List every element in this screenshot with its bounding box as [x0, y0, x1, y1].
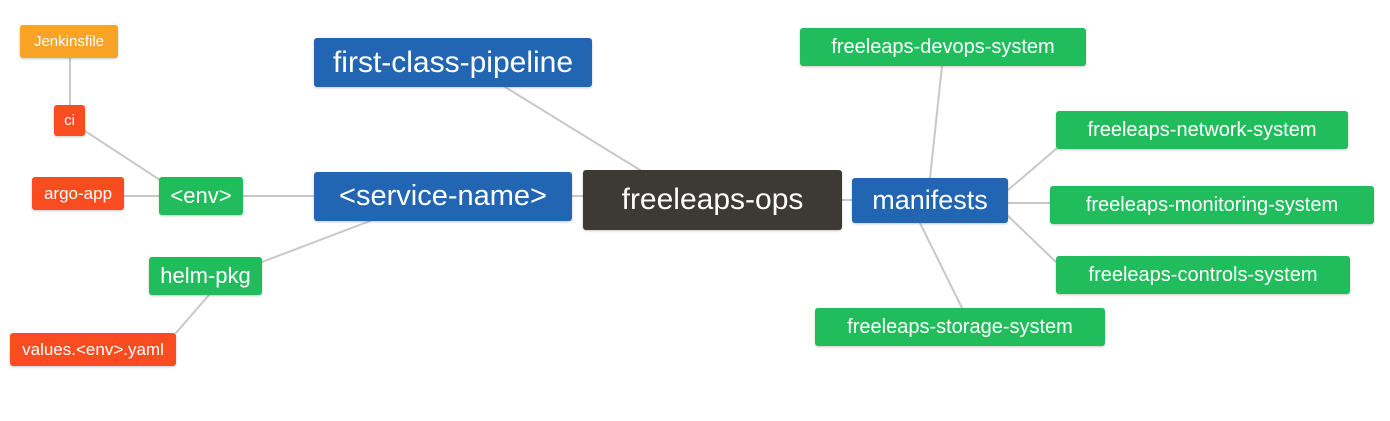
mindmap-node-label: freeleaps-ops [621, 183, 804, 216]
mindmap-node-label: freeleaps-monitoring-system [1085, 194, 1339, 216]
mindmap-node-first-class-pipeline[interactable]: first-class-pipeline [314, 38, 592, 87]
mindmap-node-freeleaps-storage-system[interactable]: freeleaps-storage-system [815, 308, 1105, 346]
mindmap-node-helm-pkg[interactable]: helm-pkg [149, 257, 262, 295]
mindmap-node-env[interactable]: <env> [159, 177, 243, 215]
edge-manifests-storage [919, 222, 963, 309]
mindmap-node-values-yaml[interactable]: values.<env>.yaml [10, 333, 176, 366]
mindmap-node-label: Jenkinsfile [33, 33, 105, 50]
edge-ci-env [84, 130, 161, 181]
edge-manifests-controls [1007, 215, 1057, 263]
mindmap-node-service-name[interactable]: <service-name> [314, 172, 572, 221]
edge-valuesyaml-helmpkg [175, 294, 210, 334]
mindmap-node-manifests[interactable]: manifests [852, 178, 1008, 223]
mindmap-node-argo-app[interactable]: argo-app [32, 177, 124, 210]
mindmap-node-label: values.<env>.yaml [22, 340, 164, 359]
mindmap-node-freeleaps-controls-system[interactable]: freeleaps-controls-system [1056, 256, 1350, 294]
mindmap-node-label: manifests [872, 185, 988, 215]
mindmap-node-label: argo-app [43, 184, 113, 203]
mindmap-node-label: first-class-pipeline [332, 45, 574, 79]
mindmap-node-ci[interactable]: ci [54, 105, 85, 136]
mindmap-node-freeleaps-ops[interactable]: freeleaps-ops [583, 170, 842, 230]
mindmap-node-label: <env> [170, 183, 232, 208]
edge-manifests-network [1007, 148, 1057, 191]
mindmap-node-label: helm-pkg [160, 263, 251, 288]
mindmap-node-freeleaps-monitoring-system[interactable]: freeleaps-monitoring-system [1050, 186, 1374, 224]
mindmap-node-label: <service-name> [339, 180, 547, 212]
edge-helmpkg-servicename [261, 220, 371, 263]
edge-manifests-devops [929, 65, 943, 179]
mindmap-node-freeleaps-network-system[interactable]: freeleaps-network-system [1056, 111, 1348, 149]
mindmap-node-label: freeleaps-storage-system [847, 316, 1073, 338]
mindmap-node-label: freeleaps-controls-system [1088, 264, 1318, 286]
mindmap-node-freeleaps-devops-system[interactable]: freeleaps-devops-system [800, 28, 1086, 66]
edge-pipeline-ops [504, 86, 641, 171]
mindmap-node-jenkinsfile[interactable]: Jenkinsfile [20, 25, 118, 58]
mindmap-node-label: freeleaps-devops-system [831, 36, 1055, 58]
mindmap-node-label: freeleaps-network-system [1087, 119, 1317, 141]
mindmap-node-label: ci [64, 112, 75, 129]
